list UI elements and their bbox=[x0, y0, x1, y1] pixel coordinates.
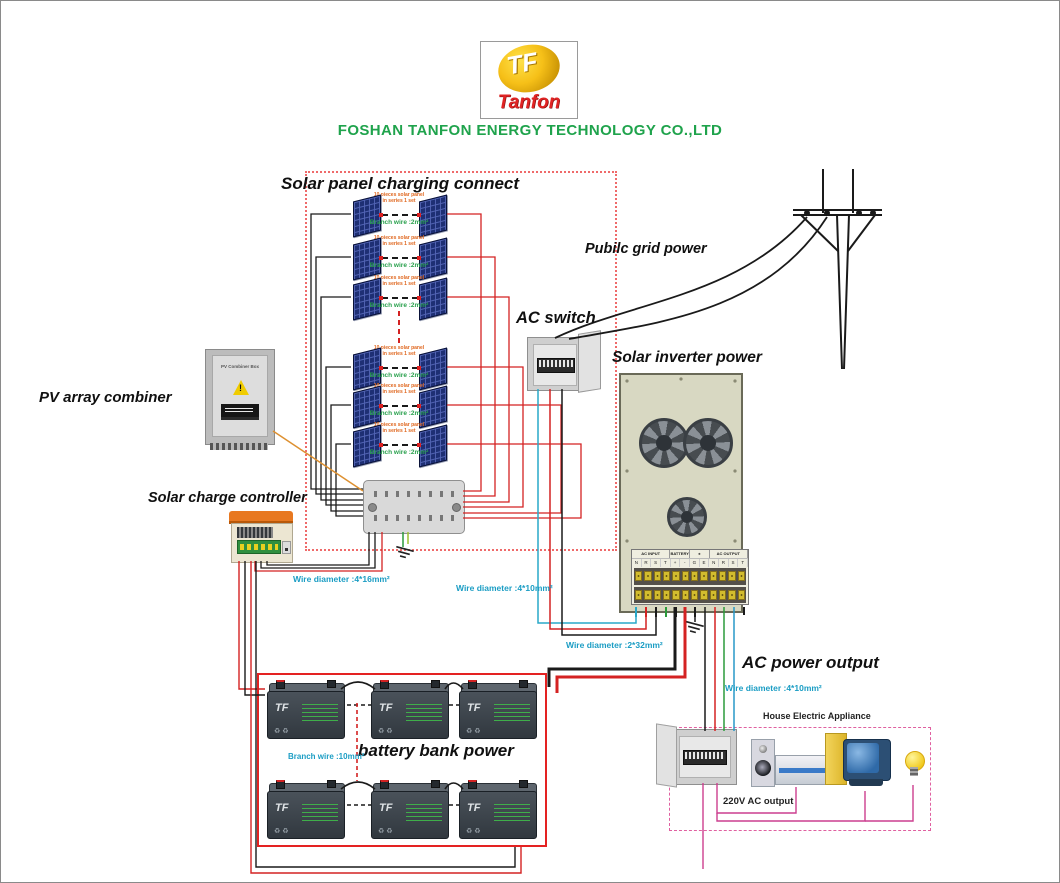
controller-label: Solar charge controller bbox=[148, 490, 307, 506]
solar-charge-controller bbox=[229, 511, 293, 563]
logo-tf-monogram: TF bbox=[504, 47, 540, 81]
inverter-fan-icon bbox=[667, 497, 707, 537]
battery: TF♻♻ bbox=[459, 780, 537, 839]
pv-combiner-box: PV Combiner Box bbox=[205, 349, 275, 450]
combiner-box-title: PV Combiner Box bbox=[220, 364, 259, 369]
controller-switch bbox=[282, 541, 291, 554]
busbar-screw bbox=[452, 503, 461, 512]
panels-title: Solar panel charging connect bbox=[281, 174, 520, 193]
house-220v-label: 220V AC output bbox=[723, 796, 794, 807]
inverter-fan-icon bbox=[639, 418, 689, 468]
tanfon-logo: TF Tanfon bbox=[480, 39, 578, 119]
battery: TF♻♻ bbox=[267, 780, 345, 839]
series-dashed-link bbox=[379, 255, 421, 260]
combiner-nameplate bbox=[221, 404, 259, 420]
speaker-icon bbox=[751, 739, 775, 787]
branch-wire-label: Branch wire :2mm² bbox=[369, 219, 429, 226]
ac-output-label: AC power output bbox=[742, 653, 879, 672]
terminal-screw-row bbox=[634, 586, 746, 603]
wire-label-4x16: Wire diameter :4*16mm² bbox=[293, 574, 390, 584]
pv-busbar bbox=[363, 480, 465, 534]
controller-vent bbox=[237, 527, 273, 538]
controller-body bbox=[231, 523, 293, 563]
busbar-screw bbox=[368, 503, 377, 512]
company-name: FOSHAN TANFON ENERGY TECHNOLOGY CO.,LTD bbox=[337, 122, 723, 139]
series-dashed-link bbox=[379, 403, 421, 408]
controller-top-cover bbox=[229, 511, 293, 524]
solar-panel bbox=[353, 424, 381, 468]
battery: TF♻♻ bbox=[371, 780, 449, 839]
light-bulb-icon bbox=[905, 751, 925, 779]
distribution-box-door bbox=[656, 723, 677, 788]
busbar-terminals bbox=[374, 491, 454, 497]
ac-switch-label: AC switch bbox=[516, 309, 596, 327]
controller-terminal-strip bbox=[237, 540, 281, 554]
battery: TF♻♻ bbox=[267, 680, 345, 739]
house-distribution-box bbox=[673, 729, 737, 785]
wire-label-2x32: Wire diameter :2*32mm² bbox=[566, 640, 663, 650]
battery: TF♻♻ bbox=[459, 680, 537, 739]
terminal-screw-row bbox=[634, 568, 746, 585]
combiner-face: PV Combiner Box bbox=[212, 355, 268, 437]
series-dashed-link bbox=[379, 295, 421, 300]
series-dashed-link bbox=[379, 212, 421, 217]
solar-panel bbox=[419, 424, 447, 468]
terminal-group-labels: AC INPUT BATTERY ± AC OUTPUT bbox=[632, 550, 748, 558]
ac-switch-face bbox=[533, 344, 577, 386]
warning-triangle-icon bbox=[233, 380, 249, 395]
combiner-gland-ports bbox=[210, 443, 268, 450]
battery-branch-wire-label: Branch wire :10mm² bbox=[288, 752, 365, 761]
distribution-box-face bbox=[679, 736, 731, 778]
busbar-terminals bbox=[374, 515, 454, 521]
grid-label: Pubilc grid power bbox=[585, 241, 707, 257]
ac-switch-box bbox=[527, 337, 583, 391]
house-appliance-label: House Electric Appliance bbox=[763, 711, 871, 721]
wire-label-4x10-grid: Wire diameter :4*10mm² bbox=[456, 583, 553, 593]
ac-switch-door bbox=[578, 330, 601, 393]
series-dashed-link bbox=[379, 442, 421, 447]
combiner-label: PV array combiner bbox=[39, 389, 172, 406]
breaker-row bbox=[537, 358, 575, 373]
logo-wordmark: Tanfon bbox=[497, 92, 561, 113]
battery: TF♻♻ bbox=[371, 680, 449, 739]
inverter-to-house-wires bbox=[704, 607, 735, 731]
inverter-label: Solar inverter power bbox=[612, 349, 762, 366]
wire-label-4x10-house: Wire diameter :4*10mm² bbox=[725, 683, 822, 693]
stereo-player-icon bbox=[775, 755, 831, 785]
battery-main-wires bbox=[547, 607, 687, 693]
solar-panel bbox=[419, 277, 447, 321]
utility-pole bbox=[793, 169, 882, 370]
tv-icon bbox=[843, 739, 891, 791]
battery-title: battery bank power bbox=[358, 741, 514, 760]
solar-panel bbox=[353, 277, 381, 321]
solar-panel bbox=[419, 194, 447, 238]
breaker-row bbox=[683, 750, 727, 765]
solar-panel bbox=[353, 194, 381, 238]
inverter-fan-icon bbox=[683, 418, 733, 468]
solar-panel-region-border bbox=[305, 171, 617, 551]
series-dashed-link bbox=[379, 365, 421, 370]
